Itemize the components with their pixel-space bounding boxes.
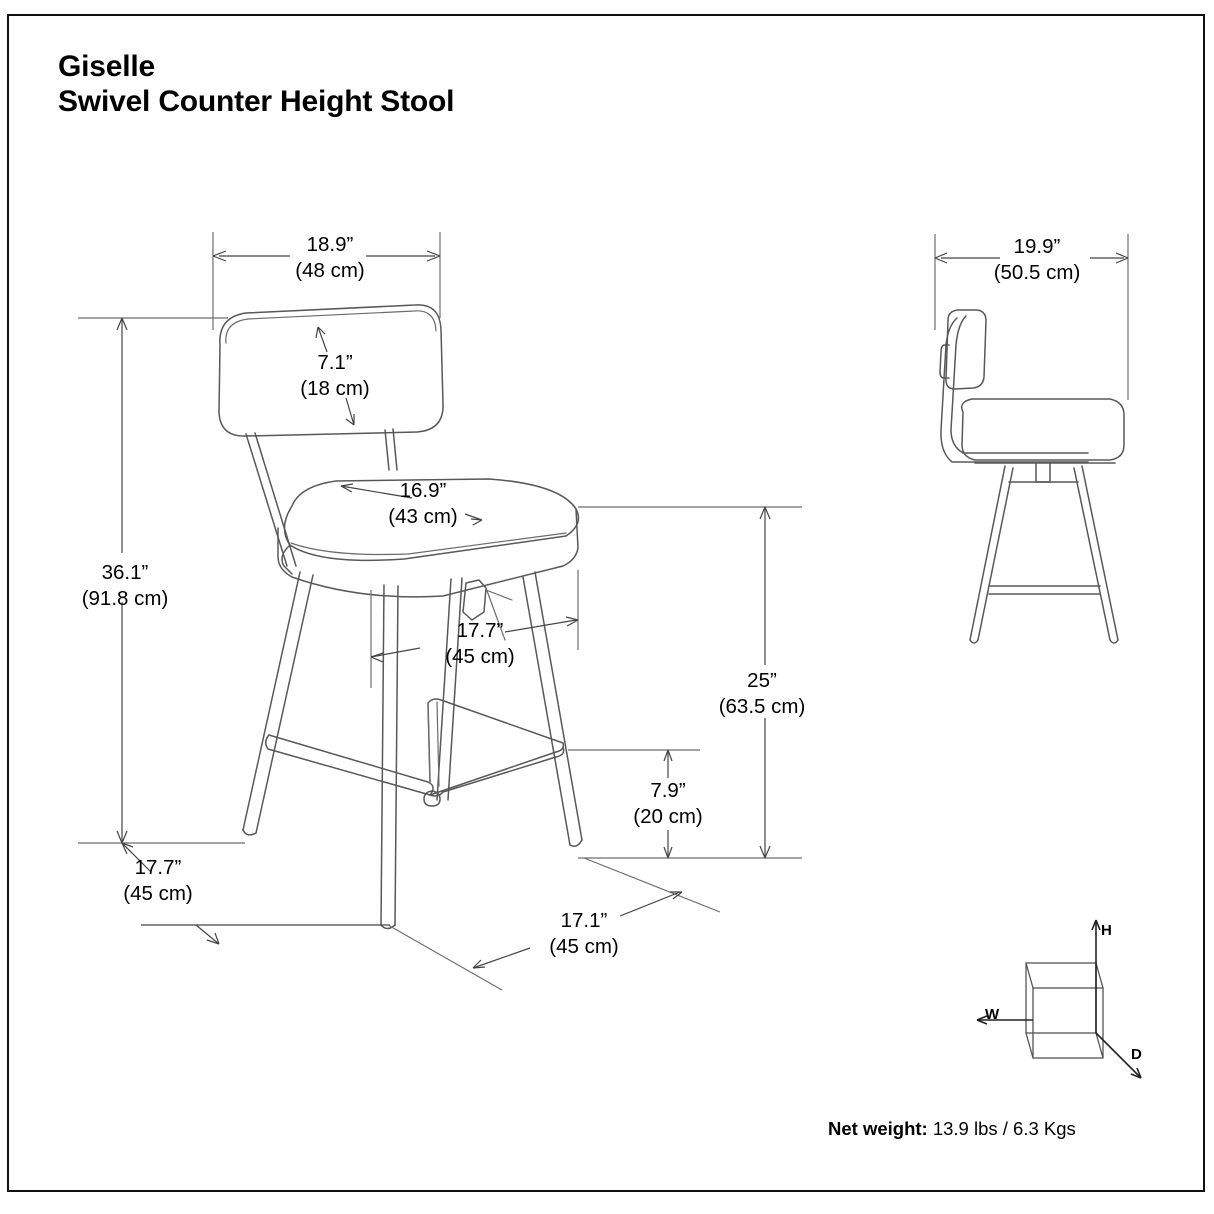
product-subtitle: Swivel Counter Height Stool (58, 84, 455, 118)
dim-label-back-height: 7.1” (18 cm) (275, 350, 395, 402)
axis-label-height: H (1101, 922, 1112, 939)
dim-label-seat-width: 16.9” (43 cm) (363, 478, 483, 530)
dim-label-leg-span-mid: 17.7” (45 cm) (420, 618, 540, 670)
dim-seat-height-imperial: 25” (747, 669, 777, 692)
dim-seat-width (340, 483, 483, 526)
dim-label-seat-height: 25” (63.5 cm) (702, 668, 822, 720)
dim-front-width-metric: (48 cm) (295, 258, 365, 282)
title-block: Giselle Swivel Counter Height Stool (58, 50, 454, 120)
dim-seat-height-metric: (63.5 cm) (718, 694, 806, 718)
dim-label-total-height: 36.1” (91.8 cm) (66, 560, 184, 612)
net-weight-label: Net weight: (828, 1118, 928, 1139)
dim-leg-span-mid (370, 570, 579, 688)
dim-base-depth-right-imperial: 17.1” (560, 909, 608, 932)
dim-base-depth-right-metric: (45 cm) (549, 934, 619, 958)
dim-label-side-depth: 19.9” (50.5 cm) (977, 234, 1097, 286)
net-weight-value: 13.9 lbs / 6.3 Kgs (932, 1118, 1076, 1139)
dim-leg-span-mid-imperial: 17.7” (456, 619, 504, 642)
side-view-stool (939, 309, 1125, 644)
dim-seat-width-imperial: 16.9” (399, 479, 447, 502)
dim-total-height-metric: (91.8 cm) (81, 586, 169, 610)
dim-total-height-imperial: 36.1” (101, 561, 149, 584)
dim-base-depth-left-metric: (45 cm) (123, 881, 193, 905)
dim-base-depth-right (387, 857, 721, 991)
dim-front-width (212, 232, 441, 330)
dim-label-footrest-height: 7.9” (20 cm) (608, 778, 728, 830)
dim-base-depth-left (121, 842, 390, 945)
dim-label-base-depth-left: 17.7” (45 cm) (93, 855, 223, 907)
dim-footrest-height-imperial: 7.9” (650, 779, 686, 802)
axis-cube-diagram (976, 919, 1142, 1079)
net-weight: Net weight: 13.9 lbs / 6.3 Kgs (828, 1118, 1076, 1140)
dim-label-front-width: 18.9” (48 cm) (270, 232, 390, 284)
product-name: Giselle (58, 50, 155, 83)
front-view-stool (218, 304, 583, 930)
dim-seat-width-metric: (43 cm) (388, 504, 458, 528)
dim-front-width-imperial: 18.9” (306, 233, 354, 256)
dim-leg-span-mid-metric: (45 cm) (445, 644, 515, 668)
dim-footrest-height (568, 749, 700, 859)
dim-total-height (78, 317, 245, 844)
axis-label-width: W (985, 1006, 1000, 1023)
dim-seat-height (578, 506, 802, 859)
dim-back-height-imperial: 7.1” (317, 351, 353, 374)
dim-side-depth (934, 234, 1129, 400)
dim-side-depth-imperial: 19.9” (1013, 235, 1061, 258)
dim-base-depth-left-imperial: 17.7” (134, 856, 182, 879)
dim-side-depth-metric: (50.5 cm) (993, 260, 1081, 284)
dim-label-base-depth-right: 17.1” (45 cm) (524, 908, 644, 960)
dim-footrest-height-metric: (20 cm) (633, 804, 703, 828)
dim-back-height-metric: (18 cm) (300, 376, 370, 400)
dim-back-height (315, 326, 355, 426)
axis-label-depth: D (1131, 1046, 1142, 1063)
